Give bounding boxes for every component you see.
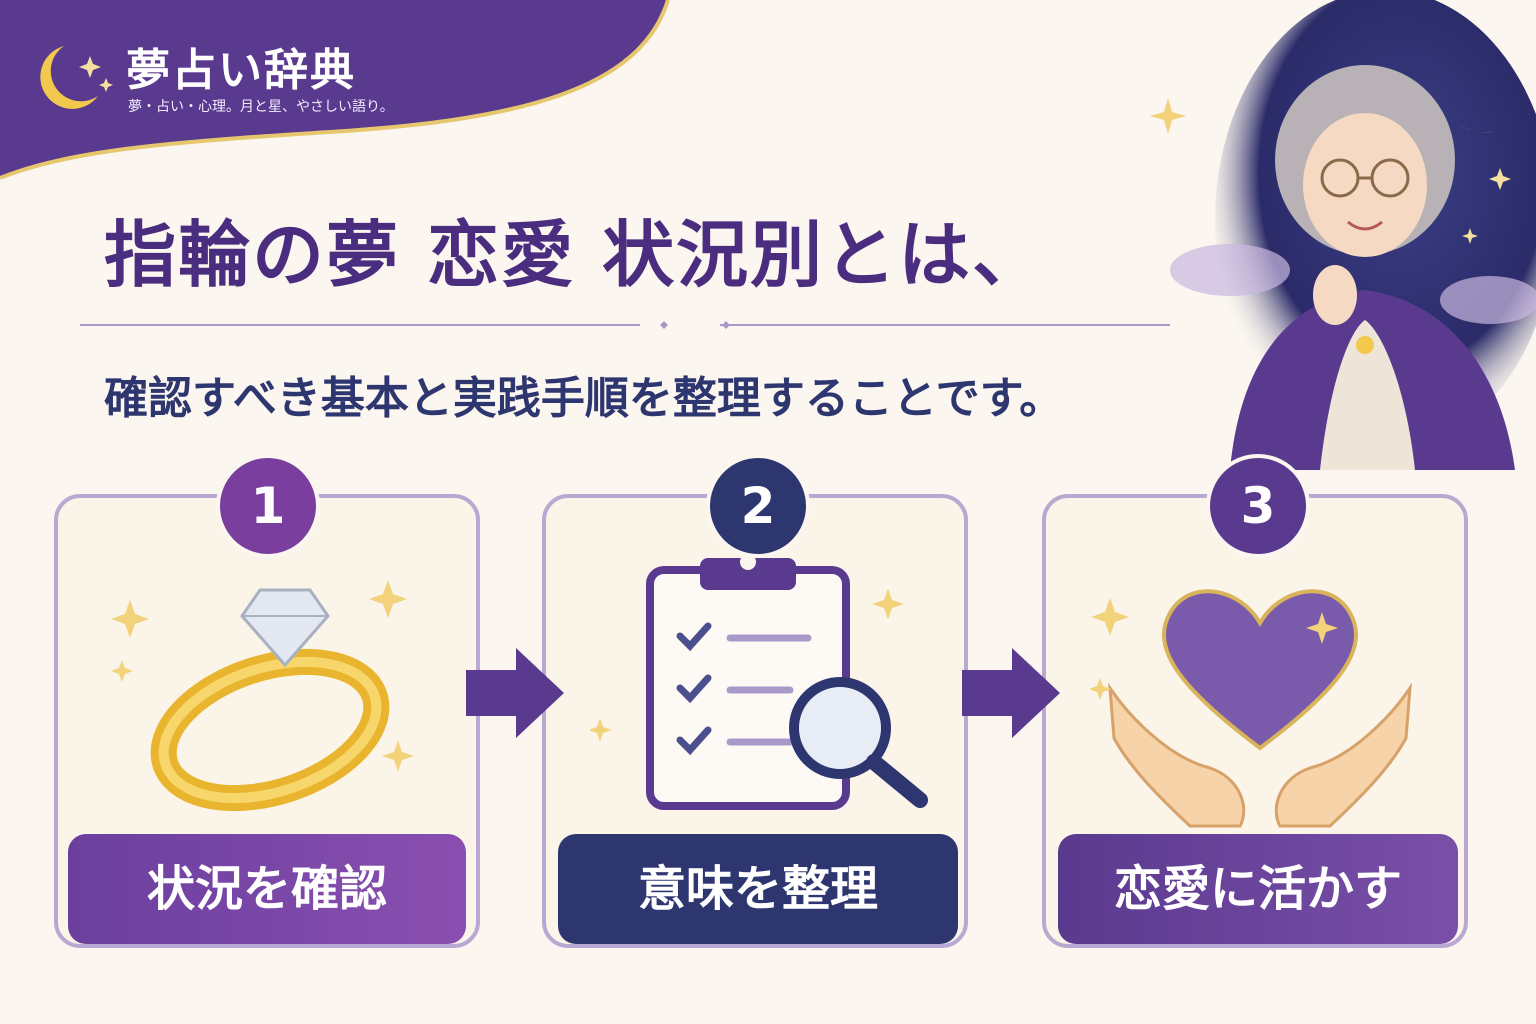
step-label-3: 恋愛に活かす [1058, 834, 1458, 944]
divider [80, 313, 1170, 336]
subline: 確認すべき基本と実践手順を整理することです。 [104, 373, 1064, 424]
step-label-2: 意味を整理 [558, 834, 958, 944]
headline: 指輪の夢 恋愛 状況別とは、 [104, 212, 1047, 297]
step-number-1: 1 [216, 454, 320, 558]
step-label-1: 状況を確認 [68, 834, 466, 944]
header-banner [0, 0, 670, 180]
arrow-right-icon [466, 648, 564, 738]
heart-hands-icon [1090, 589, 1412, 828]
step-number-3: 3 [1206, 454, 1310, 558]
fortune-teller-portrait [1170, 0, 1536, 470]
arrow-right-icon [962, 648, 1060, 738]
brand-subtitle: 夢・占い・心理。月と星、やさしい語り。 [128, 99, 394, 115]
brand-title: 夢占い辞典 [126, 45, 356, 96]
sparkle-icon [1150, 98, 1186, 134]
moon-logo-icon [40, 46, 113, 109]
step-number-2: 2 [706, 454, 810, 558]
clipboard-magnifier-icon [590, 554, 928, 810]
ring-icon [111, 580, 414, 812]
